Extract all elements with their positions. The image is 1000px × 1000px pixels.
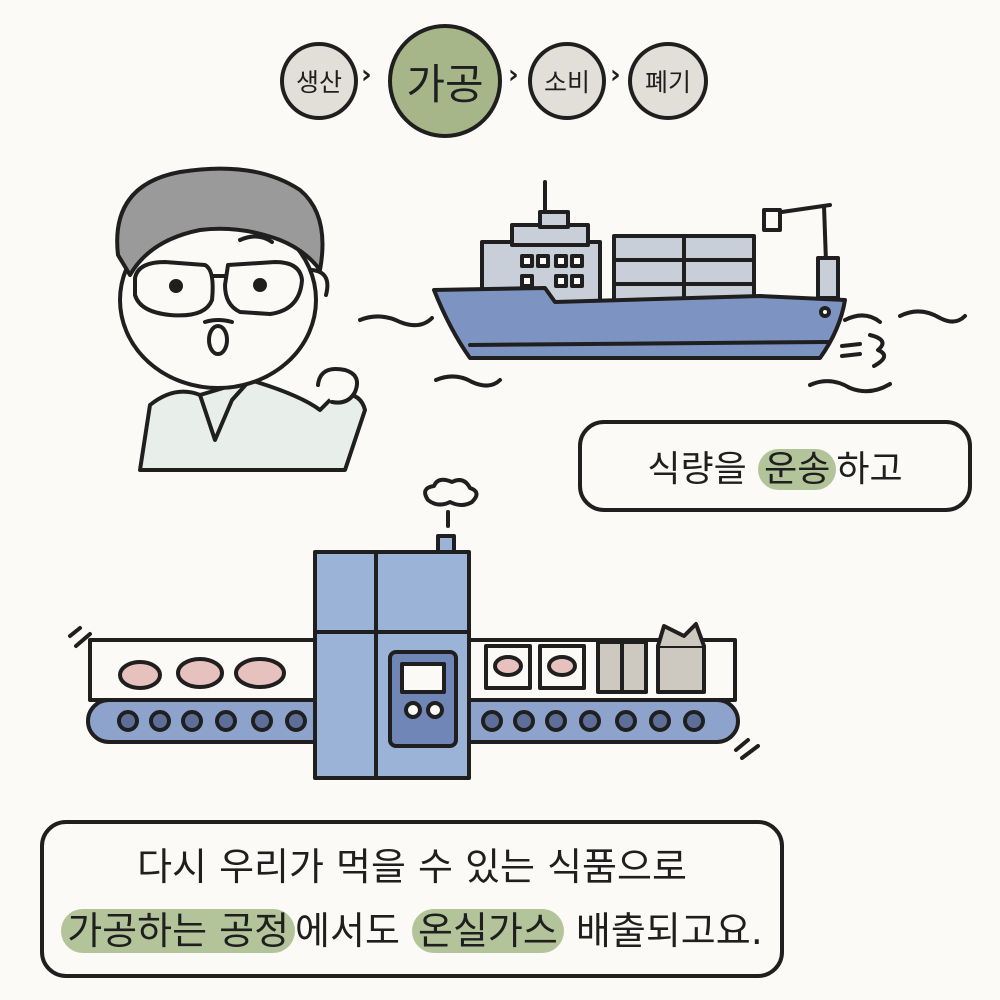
cargo-ship-illustration bbox=[358, 180, 967, 394]
flow-step-disposal: 폐기 bbox=[628, 42, 708, 120]
caption-highlight: 온실가스 bbox=[412, 909, 564, 953]
person-hand bbox=[316, 367, 359, 405]
caption-text: 식량을 bbox=[647, 449, 759, 490]
crane bbox=[822, 204, 828, 264]
caption-text: 하고 bbox=[836, 449, 903, 490]
flow-arrow-icon: › bbox=[508, 60, 519, 90]
caption-highlight: 가공하는 공정 bbox=[61, 909, 296, 953]
person-shirt bbox=[138, 378, 367, 472]
food-item bbox=[234, 657, 286, 689]
caption-highlight: 운송 bbox=[758, 449, 837, 490]
flow-arrow-icon: › bbox=[361, 60, 372, 90]
flow-step-processing: 가공 bbox=[388, 24, 502, 138]
steam-icon bbox=[423, 477, 479, 507]
person-hair bbox=[115, 166, 325, 277]
person-illustration bbox=[115, 166, 367, 472]
flow-step-consumption: 소비 bbox=[528, 42, 606, 120]
flow-step-label: 폐기 bbox=[644, 68, 691, 97]
flow-step-label: 가공 bbox=[406, 59, 484, 109]
waves bbox=[358, 314, 434, 328]
factory-conveyor-illustration bbox=[68, 477, 760, 780]
caption-text: 에서도 bbox=[295, 909, 412, 953]
caption-text: 배출되고요. bbox=[563, 909, 763, 953]
food-item bbox=[176, 657, 224, 689]
ship-hull bbox=[432, 286, 847, 360]
flow-arrow-icon: › bbox=[610, 60, 621, 90]
glasses-icon bbox=[133, 260, 215, 318]
box-item bbox=[656, 644, 706, 694]
flow-step-label: 소비 bbox=[543, 68, 590, 97]
caption-line-1: 다시 우리가 먹을 수 있는 식품으로 bbox=[137, 845, 687, 889]
flow-step-label: 생산 bbox=[295, 68, 342, 97]
flow-step-production: 생산 bbox=[280, 42, 358, 120]
food-item bbox=[118, 660, 162, 690]
